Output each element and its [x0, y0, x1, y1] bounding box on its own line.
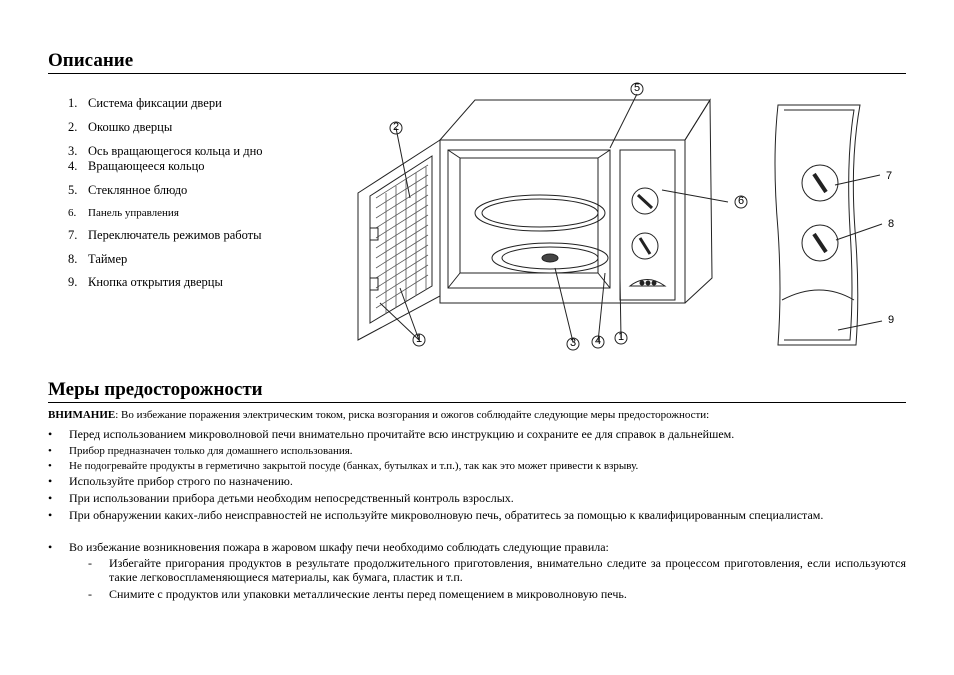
- diagram-label-1b: 1: [618, 331, 625, 343]
- section-title-precautions: Меры предосторожности: [48, 379, 263, 400]
- section-title-description: Описание: [48, 50, 134, 71]
- list-item: 5.Стеклянное блюдо: [68, 183, 188, 197]
- diagram-label-3: 3: [570, 337, 577, 349]
- diagram-label-6: 6: [738, 195, 745, 207]
- diagram-label-1: 1: [416, 333, 423, 345]
- list-item: 1.Система фиксации двери: [68, 96, 222, 110]
- list-item: •Во избежание возникновения пожара в жар…: [48, 540, 609, 554]
- title-rule: [48, 73, 906, 74]
- list-item: 2.Окошко дверцы: [68, 120, 173, 134]
- list-item: •При обнаружении каких-либо неисправност…: [48, 508, 824, 522]
- title-rule: [48, 402, 906, 403]
- diagram-label-5: 5: [634, 82, 641, 94]
- list-item: 6.Панель управления: [68, 207, 179, 219]
- list-item: •Используйте прибор строго по назначению…: [48, 474, 293, 488]
- diagram-label-9: 9: [888, 314, 895, 326]
- diagram-label-4: 4: [595, 335, 602, 347]
- list-item: •Перед использованием микроволновой печи…: [48, 427, 735, 441]
- list-item: 7.Переключатель режимов работы: [68, 228, 262, 242]
- warning-text: ВНИМАНИЕ: Во избежание поражения электри…: [48, 409, 710, 421]
- list-item: 9.Кнопка открытия дверцы: [68, 275, 223, 289]
- list-item: •Прибор предназначен только для домашнег…: [48, 445, 353, 457]
- diagram-label-8: 8: [888, 218, 895, 230]
- list-item: 4.Вращающееся кольцо: [68, 159, 205, 173]
- list-item: 8.Таймер: [68, 252, 128, 266]
- diagram-label-2: 2: [393, 121, 400, 133]
- list-item: 3.Ось вращающегося кольца и дно: [68, 144, 263, 158]
- list-item: •При использовании прибора детьми необхо…: [48, 491, 514, 505]
- list-item: •Не подогревайте продукты в герметично з…: [48, 460, 639, 472]
- microwave-diagram: [357, 82, 748, 351]
- diagram-label-7: 7: [886, 170, 893, 182]
- sub-list-item: -Снимите с продуктов или упаковки металл…: [88, 587, 627, 601]
- control-panel-diagram: [774, 104, 883, 346]
- sub-list-item: -Избегайте пригорания продуктов в резуль…: [88, 556, 906, 584]
